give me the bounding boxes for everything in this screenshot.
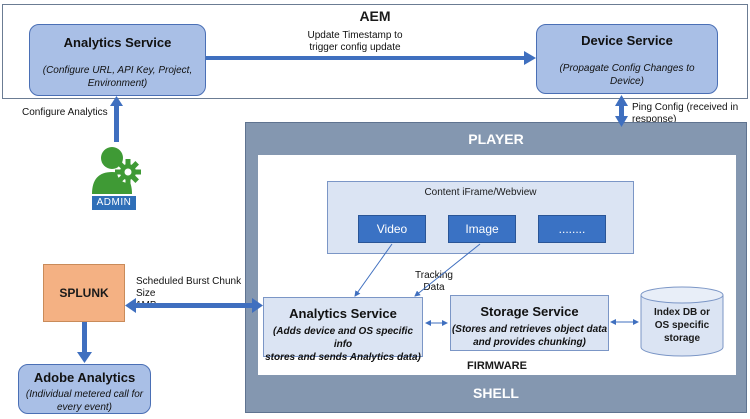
device-service-title: Device Service (581, 33, 673, 48)
tracking-line2: Data (423, 282, 445, 293)
ping-config-label: Ping Config (received in response) (632, 102, 750, 126)
burst-chunk-label: Scheduled Burst Chunk Size 1MB (136, 276, 256, 312)
admin-figure-icon (92, 147, 141, 194)
player-analytics-service-box: Analytics Service (Adds device and OS sp… (263, 297, 423, 363)
adobe-analytics-title: Adobe Analytics (33, 370, 136, 385)
splunk-box: SPLUNK (43, 264, 125, 322)
admin-badge-label: ADMIN (96, 197, 132, 208)
aem-analytics-service-box: Analytics Service (Configure URL, API Ke… (29, 24, 206, 96)
storage-service-desc-2: and provides chunking) (473, 337, 586, 348)
video-tile: Video (358, 215, 426, 243)
admin-badge: ADMIN (92, 196, 136, 210)
aem-analytics-service-title: Analytics Service (63, 35, 172, 50)
shell-title: SHELL (473, 385, 519, 401)
image-tile: Image (448, 215, 516, 243)
more-tile: ........ (538, 215, 606, 243)
device-service-box: Device Service (Propagate Config Changes… (536, 24, 718, 94)
storage-service-desc-1: (Stores and retrieves object data (451, 324, 608, 335)
database-cylinder-icon (640, 286, 724, 358)
aem-title: AEM (359, 8, 391, 24)
player-title: PLAYER (468, 131, 524, 147)
adobe-analytics-desc: (Individual metered call for every event… (25, 389, 144, 413)
splunk-title: SPLUNK (59, 286, 109, 300)
admin-icon (90, 140, 144, 212)
database-line2: OS specific (654, 320, 710, 331)
ping-config-line2: response) (632, 114, 677, 125)
player-analytics-title: Analytics Service (289, 306, 397, 321)
database-label: Index DB or OS specific storage (640, 306, 724, 345)
device-service-desc: (Propagate Config Changes to Device) (559, 63, 695, 87)
update-timestamp-line2: trigger config update (309, 42, 401, 53)
adobe-analytics-box: Adobe Analytics (Individual metered call… (18, 364, 151, 414)
database-line3: storage (663, 333, 701, 344)
content-webview-title: Content iFrame/Webview (424, 187, 537, 198)
storage-service-box: Storage Service (Stores and retrieves ob… (450, 295, 609, 351)
database-line1: Index DB or (653, 307, 711, 318)
aem-frame (2, 4, 748, 99)
configure-analytics-arrow (110, 96, 123, 142)
player-analytics-desc-1: (Adds device and OS specific info (272, 326, 414, 350)
update-timestamp-line1: Update Timestamp to (307, 30, 403, 41)
tracking-line1: Tracking (415, 270, 453, 281)
burst-chunk-line2: 1MB (136, 300, 157, 311)
aem-analytics-service-desc: (Configure URL, API Key, Project, Enviro… (42, 65, 193, 89)
player-analytics-desc-2: stores and sends Analytics data) (265, 352, 421, 363)
ping-config-line1: Ping Config (received in (632, 102, 739, 113)
splunk-adobe-arrow (77, 322, 92, 363)
tracking-data-label: Tracking Data (415, 270, 453, 294)
configure-analytics-label: Configure Analytics (22, 107, 108, 118)
cylinder-shape-icon (640, 286, 724, 357)
firmware-label: FIRMWARE (467, 360, 527, 372)
update-timestamp-label: Update Timestamp to trigger config updat… (300, 30, 410, 54)
storage-service-title: Storage Service (480, 304, 579, 319)
burst-chunk-line1: Scheduled Burst Chunk Size (136, 276, 242, 299)
